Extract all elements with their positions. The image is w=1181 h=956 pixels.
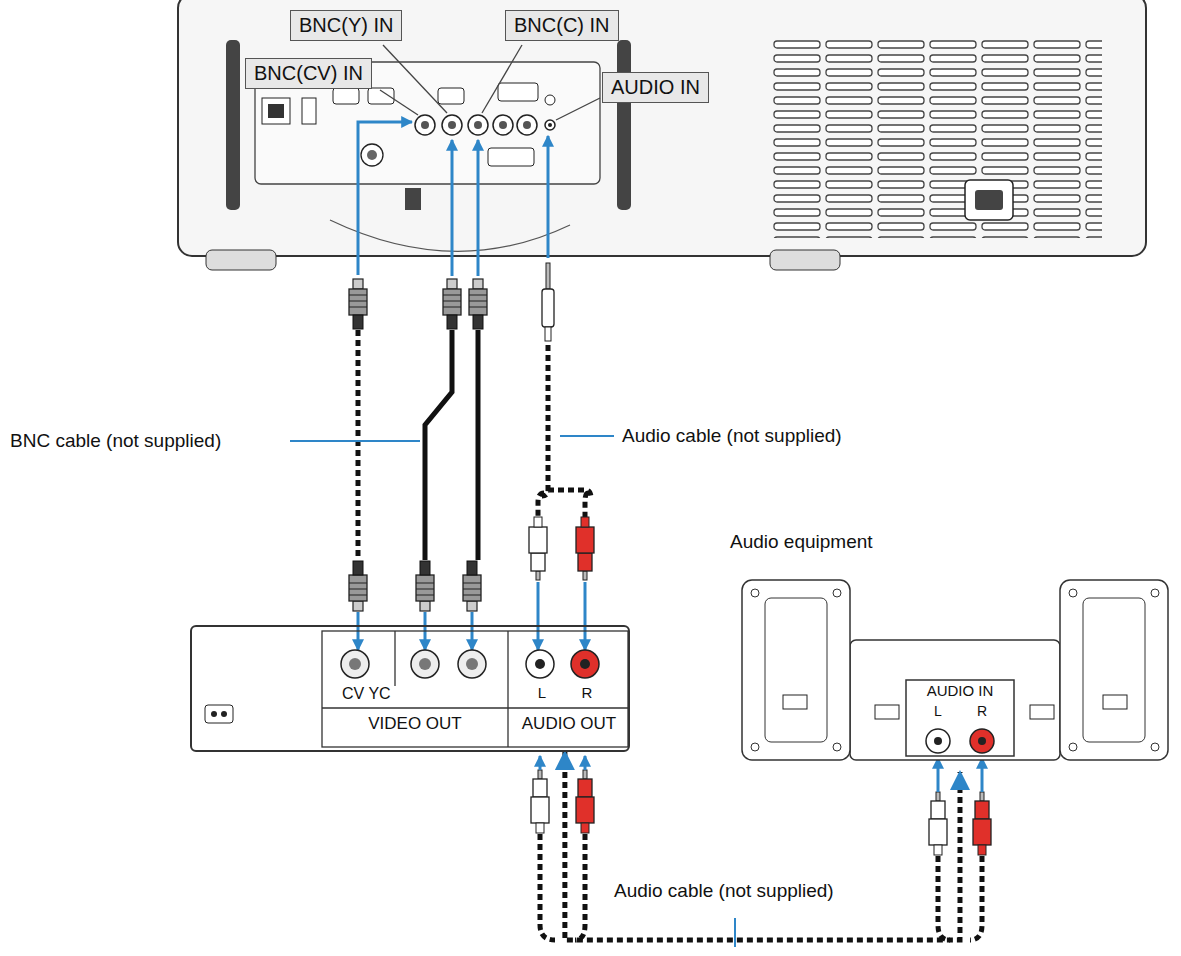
callout-text: BNC(Y) IN	[299, 14, 393, 36]
cable-label: BNC cable (not supplied)	[8, 430, 223, 452]
port-callout: BNC(Y) IN	[290, 10, 402, 41]
video-device: CV YC VIDEO OUT L R AUDIO OUT	[190, 625, 630, 752]
port-callout: BNC(CV) IN	[245, 58, 372, 89]
panel-label: AUDIO IN	[927, 683, 994, 700]
port-callout: BNC(C) IN	[505, 10, 619, 41]
cable-label: Audio cable (not supplied)	[612, 880, 836, 902]
callout-text: AUDIO IN	[611, 76, 700, 98]
callout-text: BNC(CV) IN	[254, 62, 363, 84]
port-label: CV YC	[342, 685, 391, 703]
channel-label: L	[934, 704, 942, 719]
audio-equipment: Audio equipmentAUDIO IN L R	[728, 532, 1175, 772]
audio-cable	[565, 752, 960, 940]
callout-text: BNC(C) IN	[514, 14, 610, 36]
leader-line	[560, 435, 614, 437]
cable-label: Audio cable (not supplied)	[620, 425, 844, 447]
leader-line	[290, 440, 420, 442]
panel-label: AUDIO OUT	[522, 715, 616, 734]
port-callout: AUDIO IN	[602, 72, 709, 103]
panel-label: VIDEO OUT	[368, 715, 462, 734]
channel-label: L	[538, 685, 546, 702]
channel-label: R	[977, 704, 987, 719]
channel-label: R	[582, 685, 593, 702]
device-heading: Audio equipment	[730, 532, 873, 553]
